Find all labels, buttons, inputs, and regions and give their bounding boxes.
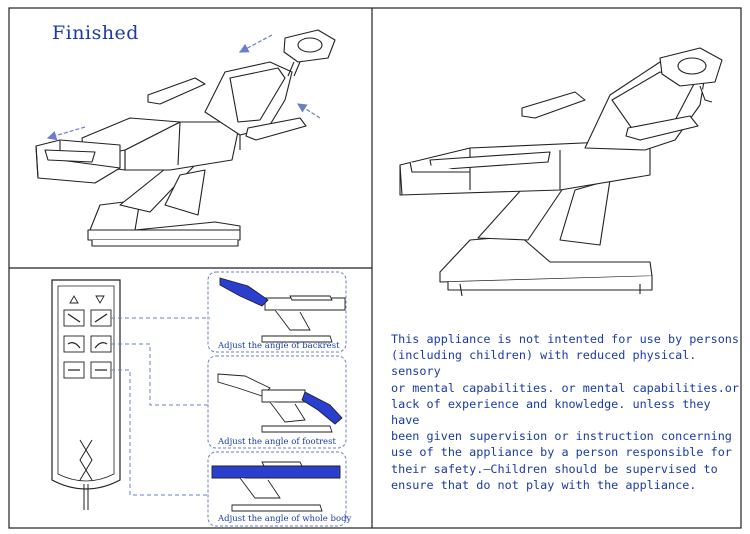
remote-cable	[79, 439, 87, 481]
safety-warning: This appliance is not intented for use b…	[391, 331, 743, 493]
warning-line: their safety.—Children should be supervi…	[391, 461, 718, 476]
up-triangle-icon	[69, 295, 79, 304]
caption-whole-body: Adjust the angle of whole body	[218, 514, 352, 524]
warning-line: use of the appliance by a person respons…	[391, 445, 732, 460]
leader-lines	[111, 317, 210, 496]
footrest-up-button[interactable]	[63, 335, 85, 353]
footrest-mini-chair	[217, 373, 343, 433]
warning-line: been given supervision or instruction co…	[391, 429, 732, 444]
remote-control	[51, 279, 121, 510]
caption-footrest: Adjust the angle of footrest	[218, 437, 336, 447]
whole-body-panel	[207, 451, 347, 527]
finished-title: Finished	[52, 22, 139, 44]
exploded-chair-drawing	[35, 29, 336, 247]
assembled-chair-drawing	[399, 47, 723, 297]
warning-line: ensure that do not play with the applian…	[391, 477, 697, 492]
whole-body-mini-chair	[211, 461, 341, 512]
backrest-panel	[207, 271, 347, 353]
backrest-mini-chair	[219, 277, 346, 343]
warning-line: (including children) with reduced physic…	[391, 348, 697, 379]
footrest-down-button[interactable]	[90, 335, 112, 353]
down-triangle-icon	[95, 295, 105, 304]
footrest-panel	[207, 355, 347, 449]
headrest-arrow	[238, 34, 273, 53]
armrest-arrow	[296, 103, 321, 119]
footrest-arrow	[46, 126, 86, 141]
warning-line: or mental capabilities. or mental capabi…	[391, 380, 740, 395]
warning-line: lack of experience and knowledge. unless…	[391, 396, 711, 428]
caption-backrest: Adjust the angle of backrest	[218, 341, 340, 351]
warning-line: This appliance is not intented for use b…	[391, 332, 740, 346]
